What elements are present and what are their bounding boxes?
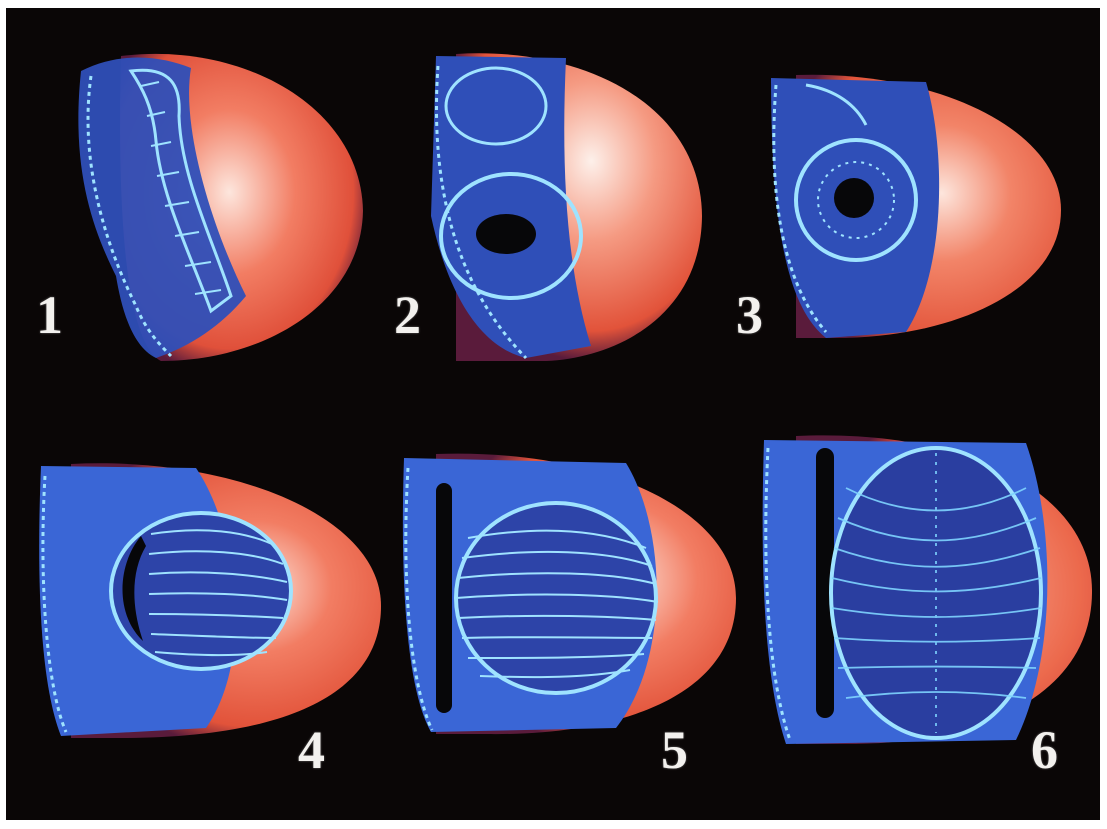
stage-label-3: 3 — [736, 288, 763, 342]
stage-3-drawing — [756, 70, 1066, 345]
stage-4-drawing — [31, 456, 386, 741]
lens-lumen — [834, 178, 874, 218]
lens-lumen — [476, 214, 536, 254]
stage-label-6: 6 — [1031, 723, 1058, 777]
lens-vesicle — [111, 513, 291, 669]
stage-6-drawing — [756, 428, 1096, 748]
stage-label-2: 2 — [394, 288, 421, 342]
stage-5-drawing — [396, 448, 741, 738]
stage-2-drawing — [416, 46, 706, 366]
stage-label-5: 5 — [661, 723, 688, 777]
stage-1-drawing — [61, 46, 366, 366]
stage-label-4: 4 — [298, 723, 325, 777]
figure-plate: 1 2 3 4 5 6 — [6, 8, 1100, 820]
stage-label-1: 1 — [36, 288, 63, 342]
lens-lumen — [436, 483, 452, 713]
